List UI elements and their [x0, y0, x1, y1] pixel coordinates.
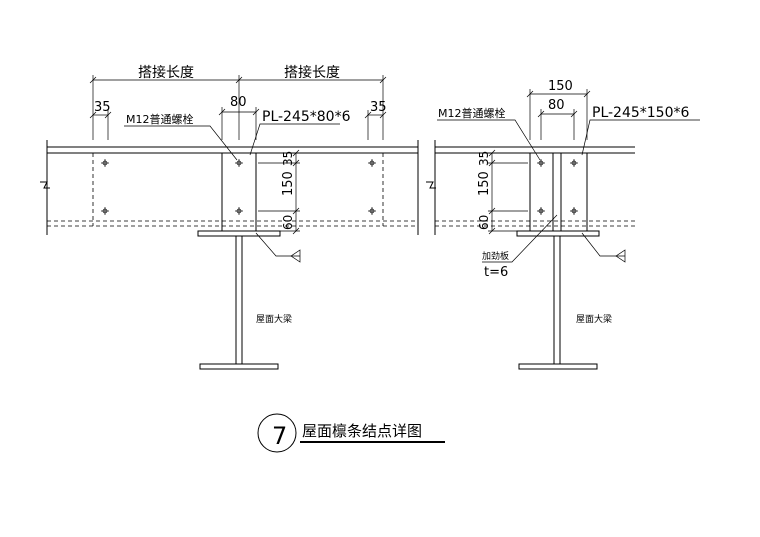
plate-label-right: PL-245*150*6 [592, 105, 689, 121]
beam-label-right: 屋面大梁 [576, 313, 612, 325]
dim-vert-35-right: 35 [477, 151, 491, 166]
bolt-label-right: M12普通螺栓 [438, 106, 506, 120]
dim-35-right: 35 [370, 100, 387, 115]
left-detail: 搭接长度 搭接长度 35 80 35 M12普通螺栓 PL-245*80*6 [40, 64, 419, 370]
right-detail: 150 80 M12普通螺栓 PL-245*150*6 35 150 60 加劲… [426, 79, 700, 370]
detail-title: 屋面檩条结点详图 [302, 422, 422, 440]
beam-label-left: 屋面大梁 [256, 313, 292, 325]
dim-vert-35-left: 35 [281, 151, 295, 166]
bolt-group-right [537, 159, 578, 215]
title-block: 7 屋面檩条结点详图 [257, 413, 445, 453]
bolt-group-left [101, 159, 376, 215]
dim-35-left: 35 [94, 100, 111, 115]
lap-length-label-2: 搭接长度 [284, 64, 340, 81]
detail-number: 7 [272, 422, 287, 450]
plate-label-left: PL-245*80*6 [262, 109, 351, 125]
dim-vert-150-right: 150 [477, 171, 492, 196]
dim-150-top: 150 [548, 79, 573, 94]
dim-80-left: 80 [230, 95, 247, 110]
lap-length-label-1: 搭接长度 [138, 64, 194, 81]
dim-80-right: 80 [548, 98, 565, 113]
dim-vert-60-left: 60 [281, 215, 295, 230]
dim-vert-60-right: 60 [477, 215, 491, 230]
stiffener-label: 加劲板 [482, 250, 509, 262]
dim-vert-150-left: 150 [281, 171, 296, 196]
bolt-label-left: M12普通螺栓 [126, 112, 194, 126]
stiffener-thickness: t=6 [484, 265, 508, 280]
